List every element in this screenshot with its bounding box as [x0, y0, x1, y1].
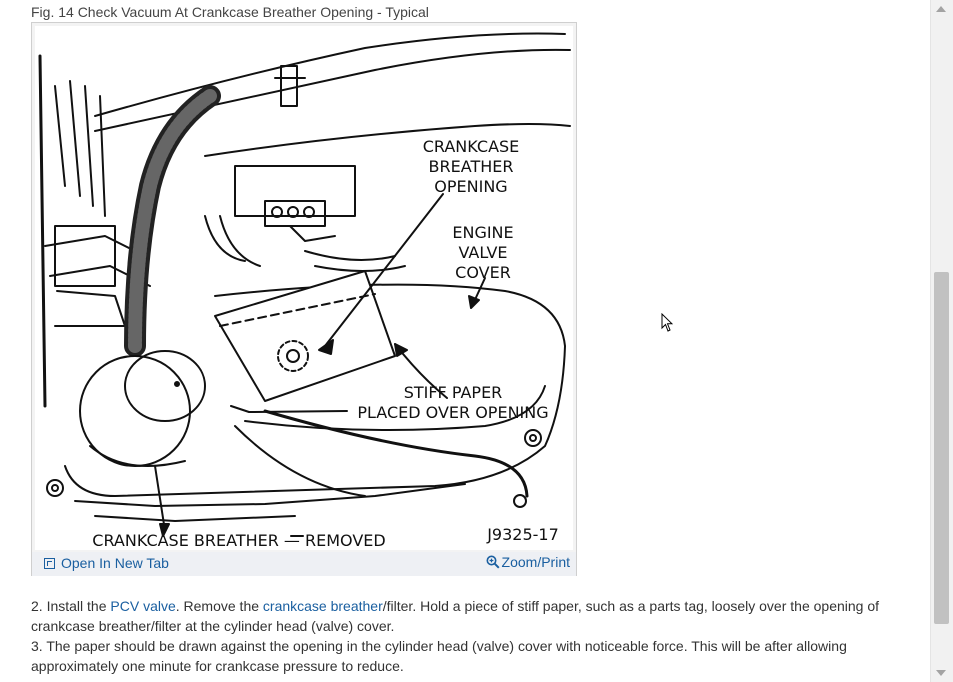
label-cover: COVER — [455, 263, 511, 282]
label-placed-over-opening: PLACED OVER OPENING — [357, 403, 548, 422]
label-stiff-paper: STIFF PAPER — [404, 383, 503, 402]
label-breather-removed: CRANKCASE BREATHER — REMOVED — [92, 531, 385, 550]
zoom-print-label: Zoom/Print — [501, 554, 570, 570]
figure-container: CRANKCASE BREATHER OPENING ENGINE VALVE … — [31, 22, 577, 576]
label-opening: OPENING — [434, 177, 507, 196]
engine-diagram: CRANKCASE BREATHER OPENING ENGINE VALVE … — [38, 32, 571, 550]
figure-caption: Fig. 14 Check Vacuum At Crankcase Breath… — [31, 4, 429, 20]
step-2-prefix: 2. Install the — [31, 598, 111, 614]
label-breather: BREATHER — [429, 157, 514, 176]
scrollbar-thumb[interactable] — [934, 272, 949, 624]
vertical-scrollbar[interactable] — [930, 0, 953, 682]
instructions: 2. Install the PCV valve. Remove the cra… — [31, 596, 911, 676]
step-3: 3. The paper should be drawn against the… — [31, 638, 847, 674]
step-2-mid: . Remove the — [175, 598, 263, 614]
crankcase-breather-link[interactable]: crankcase breather — [262, 598, 383, 614]
open-in-new-tab-icon — [44, 558, 55, 569]
label-engine: ENGINE — [452, 223, 513, 242]
open-in-new-tab-link[interactable]: Open In New Tab — [44, 555, 169, 571]
zoom-print-link[interactable]: Zoom/Print — [486, 554, 570, 570]
step-2-suffix: /filter. Hold a piece of stiff paper, su… — [31, 598, 880, 634]
pcv-valve-link[interactable]: PCV valve — [110, 598, 176, 614]
mouse-pointer-icon — [661, 312, 674, 338]
label-crankcase: CRANKCASE — [423, 137, 520, 156]
label-figure-id: J9325-17 — [486, 525, 559, 544]
label-valve: VALVE — [458, 243, 507, 262]
step-2: 2. Install the PCV valve. Remove the cra… — [31, 596, 911, 636]
scroll-down-arrow-icon[interactable] — [936, 670, 946, 676]
figure-toolbar: Open In New Tab Zoom/Print — [32, 552, 576, 576]
open-in-new-tab-label: Open In New Tab — [61, 555, 169, 571]
engine-diagram-image[interactable]: CRANKCASE BREATHER OPENING ENGINE VALVE … — [35, 26, 573, 550]
scroll-up-arrow-icon[interactable] — [936, 6, 946, 12]
magnifier-zoom-icon — [486, 555, 500, 569]
